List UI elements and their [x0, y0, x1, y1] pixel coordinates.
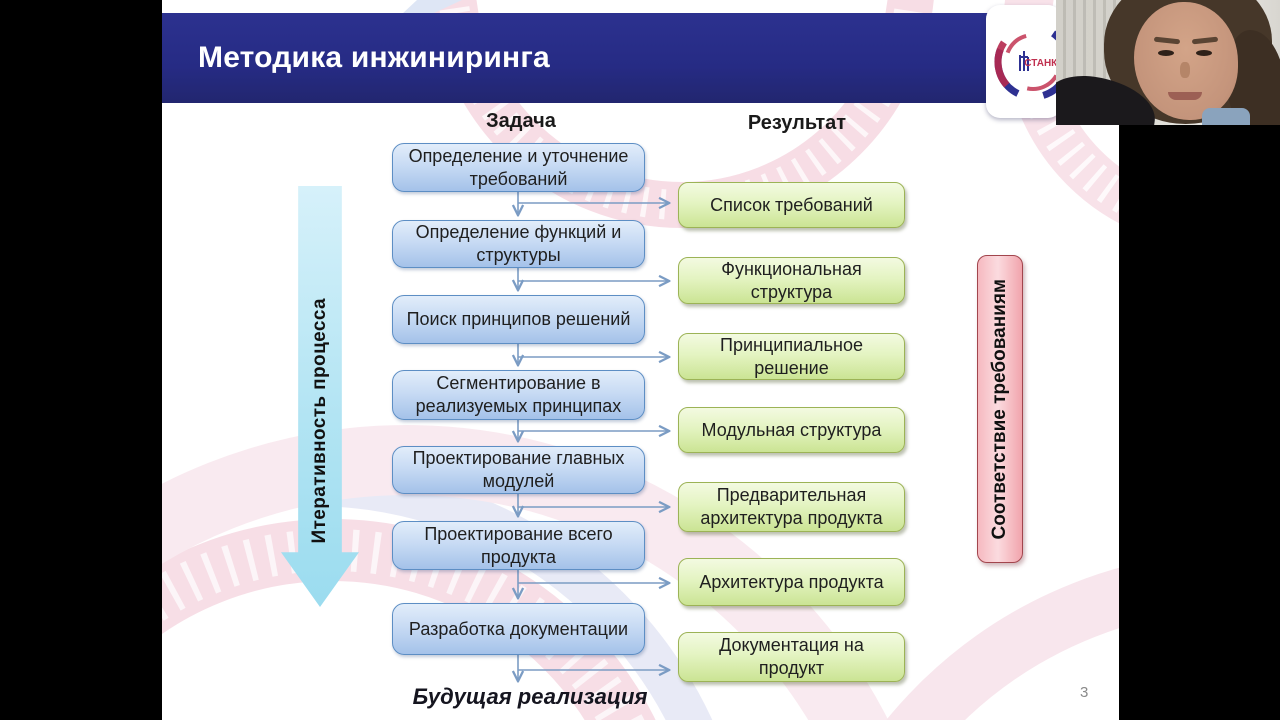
task-box: Проектирование всего продукта [392, 521, 645, 570]
column-header-task: Задача [486, 110, 556, 132]
result-box: Документация на продукт [678, 632, 905, 682]
task-box: Определение функций и структуры [392, 220, 645, 268]
task-box: Сегментирование в реализуемых принципах [392, 370, 645, 420]
task-box: Поиск принципов решений [392, 295, 645, 344]
presenter-eye [1196, 50, 1212, 56]
result-box: Принципиальное решение [678, 333, 905, 380]
task-box: Разработка документации [392, 603, 645, 655]
compliance-label: Соответствие требованиям [977, 255, 1023, 563]
result-box: Модульная структура [678, 407, 905, 453]
future-implementation-caption: Будущая реализация [412, 684, 648, 709]
page-number: 3 [1080, 684, 1089, 701]
task-box: Определение и уточнение требований [392, 143, 645, 192]
presenter-nose [1180, 62, 1190, 78]
compliance-label-text: Соответствие требованиям [989, 278, 1010, 540]
result-box: Архитектура продукта [678, 558, 905, 606]
presenter-eye [1158, 50, 1174, 56]
presentation-slide: Методика инжиниринга СТАНКИН Задача Резу… [162, 0, 1119, 720]
presenter-webcam [1056, 0, 1280, 125]
presenter-face [1134, 2, 1238, 120]
result-box: Список требований [678, 182, 905, 228]
result-box: Функциональная структура [678, 257, 905, 304]
result-box: Предварительная архитектура продукта [678, 482, 905, 532]
presenter-mouth [1168, 92, 1202, 100]
presenter-collar [1202, 108, 1250, 125]
task-box: Проектирование главных модулей [392, 446, 645, 494]
column-header-result: Результат [747, 112, 847, 134]
